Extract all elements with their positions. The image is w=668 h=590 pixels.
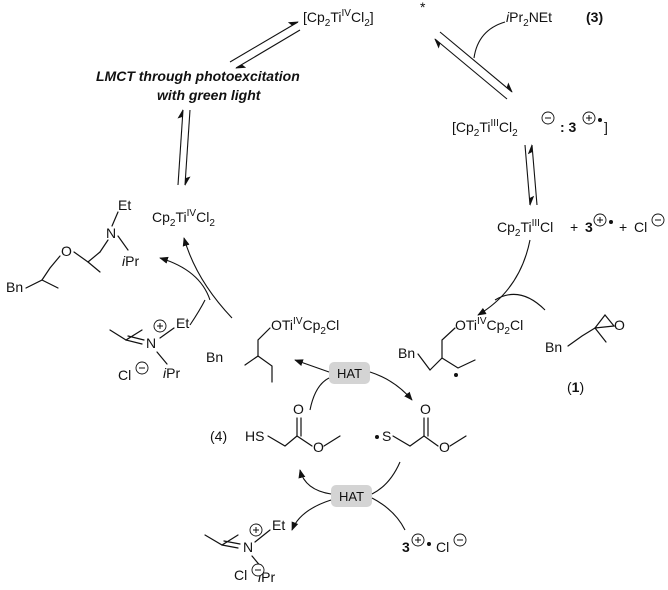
amine-reagent: iPr2NEt (3) (506, 9, 603, 29)
ti-alkoxide-product: OTiIVCp2Cl Bn (206, 316, 339, 383)
radical-cation-chloride: 3 Cl (402, 533, 467, 555)
svg-text:iPr: iPr (122, 253, 139, 269)
svg-text:Et: Et (118, 197, 131, 213)
radical-cation-3: 3 (585, 219, 593, 235)
svg-text:HS: HS (245, 428, 264, 444)
lmct-caption: LMCT through photoexcitation with green … (96, 68, 300, 103)
svg-text:O: O (439, 439, 450, 455)
amine-number: (3) (586, 9, 603, 25)
iminium-bottom: N Et iPr Cl (204, 517, 285, 585)
ate-complex: [Cp2TiIIICl2 : 3 ] (452, 111, 608, 139)
svg-text:Cl: Cl (234, 567, 247, 583)
svg-text:O: O (61, 243, 72, 259)
svg-text:iPr: iPr (163, 365, 180, 381)
excited-ti-label: [Cp2TiIVCl2] (303, 8, 374, 29)
arrow-epoxide-feed (494, 293, 546, 311)
thiol-reagent: (4) HS O O (210, 401, 341, 455)
ti-alkoxide-radical: OTiIVCp2Cl Bn (398, 316, 523, 377)
svg-text:Cl: Cl (436, 539, 449, 555)
otiiv-right-label: OTiIVCp2Cl (455, 316, 523, 337)
svg-text:N: N (243, 539, 253, 555)
arrow-product-to-ti4 (182, 237, 233, 319)
chloride-label: Cl (634, 219, 647, 235)
epoxide-number: (1) (567, 379, 584, 395)
svg-text:with green light: with green light (157, 87, 262, 103)
svg-text:N: N (146, 335, 156, 351)
svg-text:O: O (420, 401, 431, 417)
svg-text:O: O (614, 317, 625, 333)
hat-step-2: HAT (291, 461, 406, 531)
svg-text:O: O (313, 439, 324, 455)
svg-text:HAT: HAT (337, 366, 362, 381)
plus-sign-1: + (570, 219, 578, 235)
svg-text:Et: Et (176, 315, 189, 331)
carbon-radical-dot (454, 373, 458, 377)
equilibrium-arrow-left (177, 109, 191, 186)
ate-complex-label: [Cp2TiIIICl2 (452, 118, 518, 139)
plus-sign-2: + (619, 219, 627, 235)
ti4-ground-state: Cp2TiIVCl2 (152, 208, 215, 229)
n-o-acetal-product: Bn O N Et iPr (6, 197, 139, 295)
svg-text:3: 3 (402, 539, 410, 555)
svg-text:HAT: HAT (339, 489, 364, 504)
ate-close-bracket: ] (604, 119, 608, 135)
svg-text:Bn: Bn (545, 339, 562, 355)
amine-label: iPr2NEt (506, 9, 552, 29)
svg-text:O: O (293, 401, 304, 417)
epoxide-substrate: Bn O (1) (545, 314, 625, 395)
equilibrium-arrow-top-left (229, 21, 301, 69)
thiyl-radical: S O O (375, 401, 467, 455)
ti3-and-products: Cp2TiIIICl + 3 + Cl (497, 213, 665, 239)
svg-text:Bn: Bn (206, 349, 223, 365)
svg-text:N: N (106, 225, 116, 241)
svg-text:Bn: Bn (398, 345, 415, 361)
equilibrium-arrow-top-right (434, 21, 513, 100)
svg-text:Bn: Bn (6, 279, 23, 295)
ti4-label: Cp2TiIVCl2 (152, 208, 215, 229)
thiol-number: (4) (210, 428, 227, 444)
excited-star: * (420, 0, 426, 15)
svg-text:S: S (382, 428, 391, 444)
radical-dot (598, 118, 602, 122)
svg-text:Cl: Cl (118, 367, 131, 383)
hat-step-1: HAT (294, 359, 413, 411)
arrow-iminium-feed (189, 299, 206, 326)
otiiv-left-label: OTiIVCp2Cl (271, 316, 339, 337)
arrow-ti3-to-radical (477, 239, 531, 316)
arrow-to-acetal (159, 256, 211, 301)
svg-text:LMCT through photoexcitation: LMCT through photoexcitation (96, 68, 300, 84)
iminium-left: N Et iPr Cl (109, 315, 189, 383)
excited-ti-complex: [Cp2TiIVCl2] * (303, 0, 426, 29)
ate-colon-3: : 3 (560, 119, 577, 135)
svg-text:Et: Et (272, 517, 285, 533)
ti3-label: Cp2TiIIICl (497, 218, 553, 239)
equilibrium-arrow-right (524, 144, 538, 206)
